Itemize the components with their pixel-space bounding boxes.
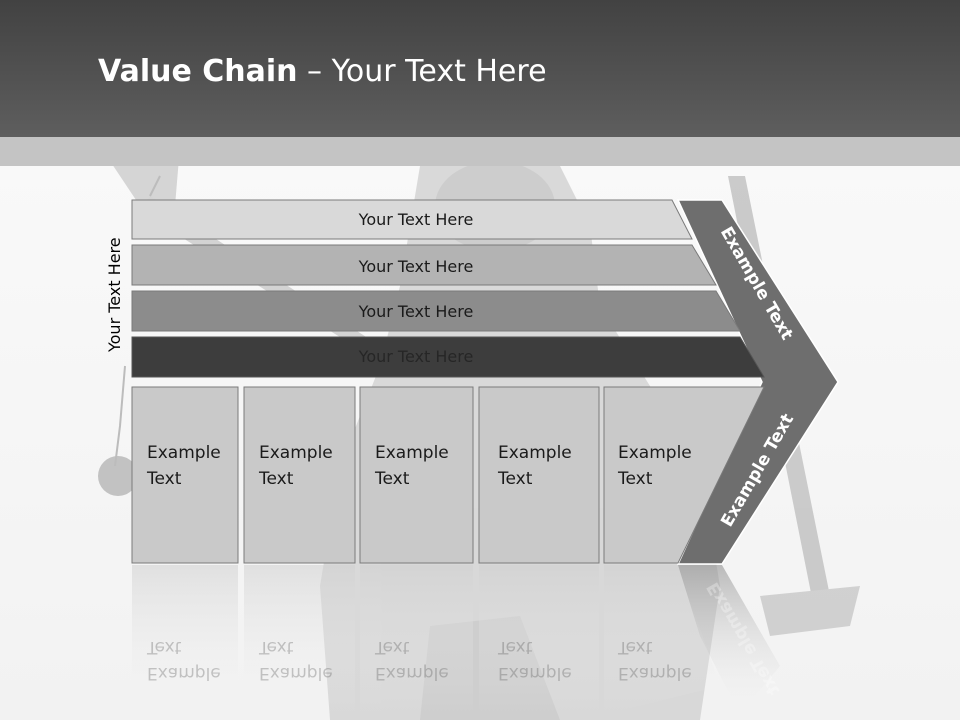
activity-box-4-line2: Text [497,469,533,489]
row-label-4: Your Text Here [358,347,474,366]
activity-box-5 [603,386,765,564]
reflection-text-5a: Text [617,637,653,657]
reflection-text-4a: Text [497,637,533,657]
value-chain-chevron [676,199,839,565]
row-label-3: Your Text Here [358,302,474,321]
row-bar-1 [131,199,693,240]
row-bar-3 [131,290,741,332]
row-label-2: Your Text Here [358,257,474,276]
header-band [0,137,960,166]
primary-activity-boxes: Example Text Example Text Example Text E… [131,386,765,564]
activity-box-3 [359,386,474,564]
diagram-reflection: Text Example Text Example Text Example T… [132,565,784,715]
row-bar-2 [131,244,717,286]
title-rest: – Your Text Here [297,54,547,89]
activity-box-1-line1: Example [147,443,221,463]
slide-title: Value Chain – Your Text Here [98,54,547,89]
reflection-text-1b: Example [147,663,221,683]
activity-box-5-line2: Text [617,469,653,489]
row-label-1: Your Text Here [358,210,474,229]
reflection-text-2a: Text [258,637,294,657]
activity-box-2-line2: Text [258,469,294,489]
activity-box-1-line2: Text [146,469,182,489]
title-bold: Value Chain [98,54,298,89]
activity-box-4 [478,386,600,564]
activity-box-2 [243,386,356,564]
value-chain-diagram: Example Text Example Text Your Text Here… [131,199,839,715]
activity-box-5-line1: Example [618,443,692,463]
activity-box-4-line1: Example [498,443,572,463]
reflection-text-2b: Example [259,663,333,683]
reflection-text-3b: Example [375,663,449,683]
title-bar: Value Chain – Your Text Here [0,0,960,137]
activity-box-3-line1: Example [375,443,449,463]
content-area: Example Text Example Text Your Text Here… [0,166,960,720]
activity-box-3-line2: Text [374,469,410,489]
reflection-text-3a: Text [374,637,410,657]
reflection-text-4b: Example [498,663,572,683]
reflection-text-5b: Example [618,663,692,683]
reflection-text-1a: Text [146,637,182,657]
activity-box-1 [131,386,239,564]
support-activity-rows: Your Text Here Your Text Here Your Text … [131,199,765,378]
side-axis-label: Your Text Here [105,237,124,352]
row-bar-4 [131,336,765,378]
activity-box-2-line1: Example [259,443,333,463]
